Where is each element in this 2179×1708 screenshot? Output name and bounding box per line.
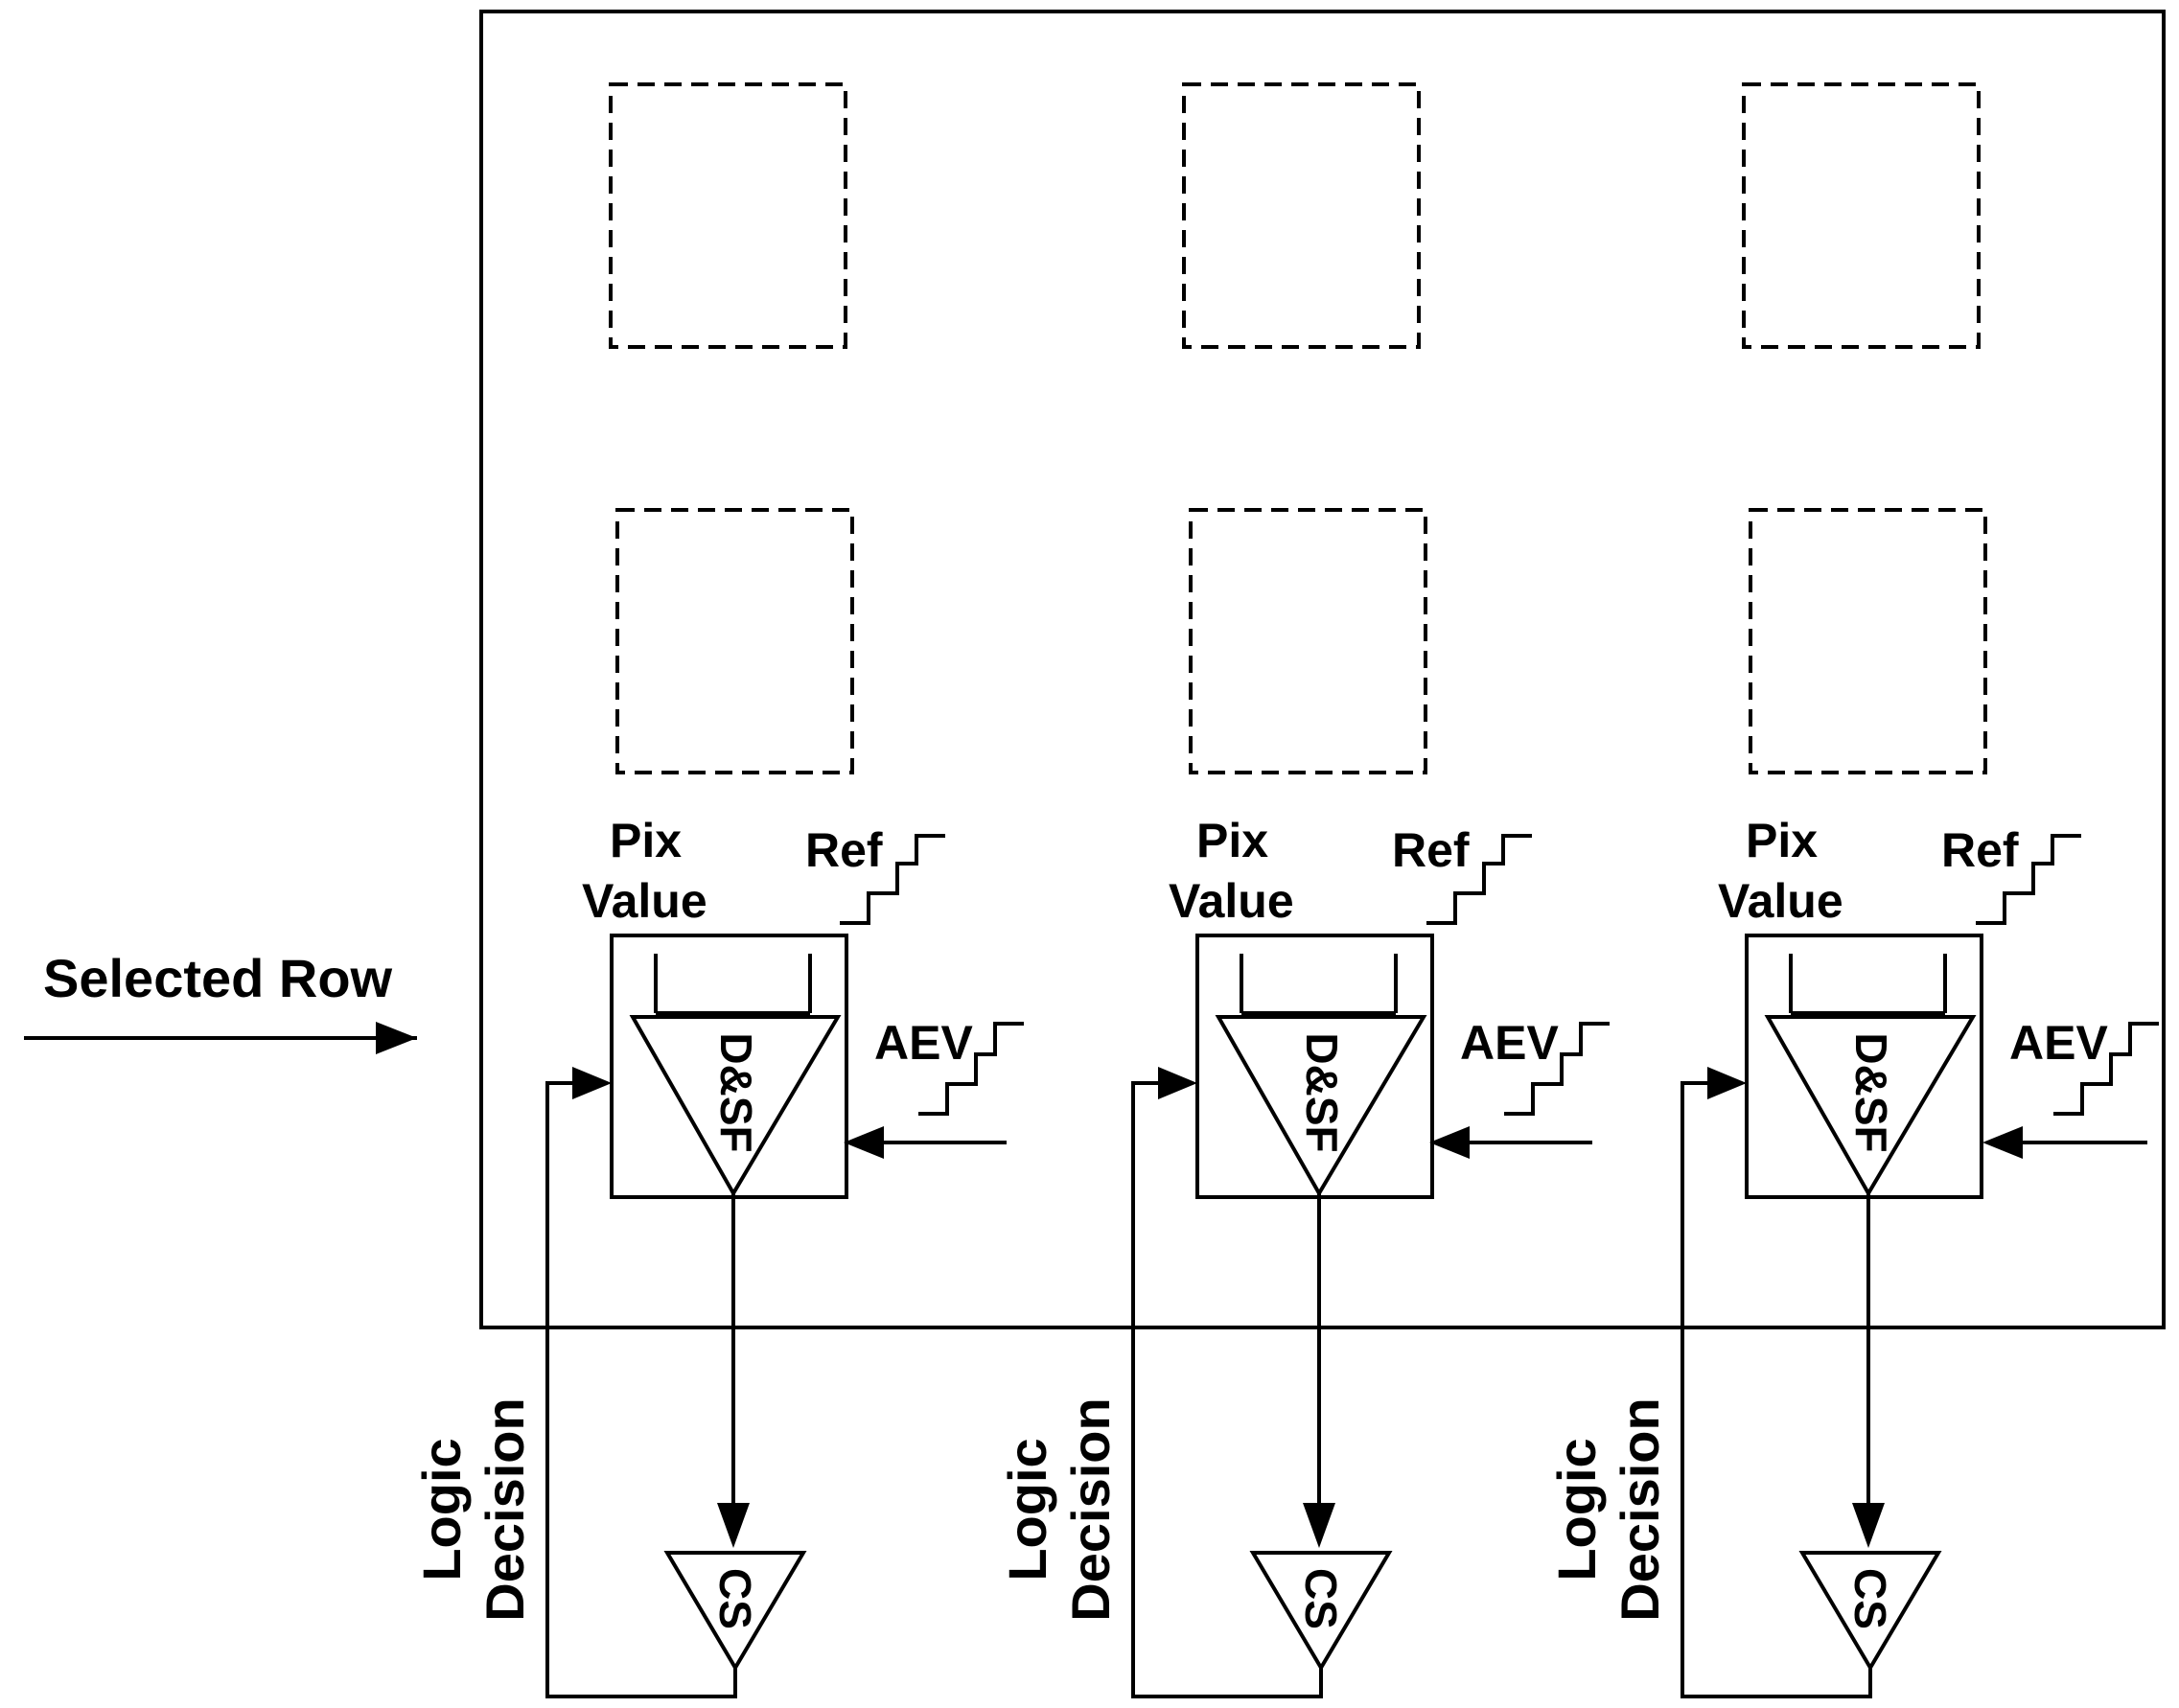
pixel-cell-r1c3: [1742, 82, 1981, 349]
feedback-arrowhead: [572, 1067, 612, 1099]
pix-label: Pix: [1196, 814, 1268, 867]
aev-staircase-icon: [1504, 1022, 1610, 1116]
selected-row-arrowhead: [376, 1022, 417, 1054]
value-label: Value: [1169, 874, 1294, 928]
pixel-cell-r1c1: [609, 82, 847, 349]
aev-label: AEV: [1460, 1016, 1559, 1070]
cs-label: CS: [710, 1568, 760, 1629]
ref-label: Ref: [805, 823, 883, 877]
aev-label: AEV: [874, 1016, 973, 1070]
pixel-cell-r2c2: [1189, 508, 1427, 774]
column-3: Pix Value Ref D&SF AEV CS Logic Decision: [1546, 82, 2159, 1698]
aev-label: AEV: [2009, 1016, 2108, 1070]
dsf-block: [1195, 934, 1434, 1199]
decision-label: Decision: [1060, 1397, 1121, 1621]
pixel-cell-r2c1: [615, 508, 854, 774]
cs-buffer-icon: [1249, 1551, 1393, 1672]
aev-staircase-icon: [2053, 1022, 2159, 1116]
value-label: Value: [1718, 874, 1843, 928]
cs-buffer-icon: [1798, 1551, 1942, 1672]
pix-label: Pix: [610, 814, 682, 867]
dsf-block: [610, 934, 848, 1199]
aev-input-arrowhead: [1429, 1126, 1470, 1159]
selected-row-label: Selected Row: [43, 948, 393, 1008]
logic-label: Logic: [1546, 1438, 1607, 1581]
pix-label: Pix: [1746, 814, 1818, 867]
pixel-array-frame: [479, 10, 2166, 1329]
aev-staircase-icon: [918, 1022, 1024, 1116]
logic-label: Logic: [411, 1438, 472, 1581]
aev-input-arrowhead: [844, 1126, 884, 1159]
value-label: Value: [582, 874, 707, 928]
logic-label: Logic: [997, 1438, 1057, 1581]
cs-input-arrowhead: [717, 1503, 750, 1548]
pixel-cell-r2c3: [1749, 508, 1987, 774]
logic-decision-feedback-wire: [1681, 1081, 1872, 1698]
dsf-label: D&SF: [1297, 1032, 1347, 1152]
decision-label: Decision: [1610, 1397, 1670, 1621]
dsf-label: D&SF: [1846, 1032, 1896, 1152]
decision-label: Decision: [475, 1397, 535, 1621]
dsf-comparator-icon: [1215, 1015, 1427, 1197]
dsf-label: D&SF: [711, 1032, 761, 1152]
column-2: Pix Value Ref D&SF AEV CS Logic Decision: [997, 82, 1610, 1698]
cs-buffer-icon: [663, 1551, 807, 1672]
pixel-cell-r1c2: [1182, 82, 1421, 349]
ref-staircase-icon: [1426, 834, 1532, 925]
column-1: Pix Value Ref D&SF AEV CS Logic Decision: [411, 82, 1024, 1698]
feedback-arrowhead: [1707, 1067, 1747, 1099]
cs-label: CS: [1845, 1568, 1895, 1629]
ref-label: Ref: [1392, 823, 1470, 877]
dsf-block: [1745, 934, 1983, 1199]
logic-decision-feedback-wire: [545, 1081, 737, 1698]
cs-input-arrowhead: [1303, 1503, 1335, 1548]
ref-staircase-icon: [840, 834, 945, 925]
ref-label: Ref: [1941, 823, 2019, 877]
dsf-comparator-icon: [629, 1015, 842, 1197]
ref-staircase-icon: [1976, 834, 2081, 925]
cs-input-arrowhead: [1852, 1503, 1885, 1548]
logic-decision-feedback-wire: [1131, 1081, 1323, 1698]
cs-label: CS: [1296, 1568, 1346, 1629]
aev-input-arrowhead: [1982, 1126, 2023, 1159]
dsf-comparator-icon: [1764, 1015, 1977, 1197]
feedback-arrowhead: [1158, 1067, 1197, 1099]
